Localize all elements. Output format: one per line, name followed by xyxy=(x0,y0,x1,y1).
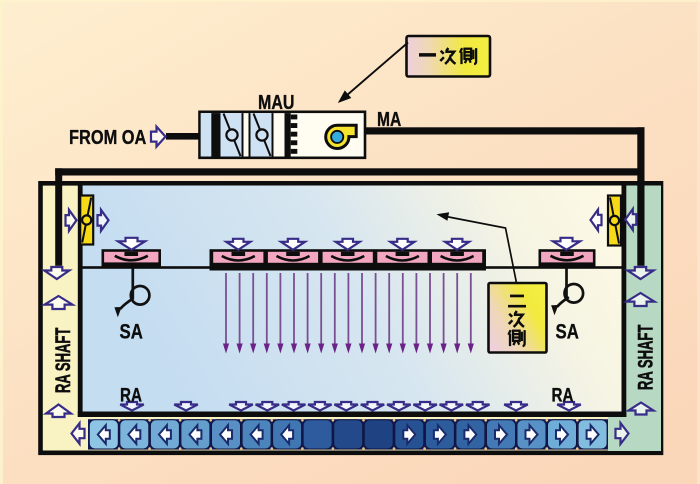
svg-text:RA: RA xyxy=(552,384,574,406)
svg-text:MAU: MAU xyxy=(258,91,294,113)
svg-text:SA: SA xyxy=(120,321,144,344)
svg-text:RA SHAFT: RA SHAFT xyxy=(633,324,657,390)
svg-text:FROM OA: FROM OA xyxy=(69,125,146,148)
svg-text:SA: SA xyxy=(556,321,580,344)
svg-text:MA: MA xyxy=(377,108,401,130)
svg-text:RA: RA xyxy=(120,384,142,406)
svg-text:RA SHAFT: RA SHAFT xyxy=(51,327,75,393)
